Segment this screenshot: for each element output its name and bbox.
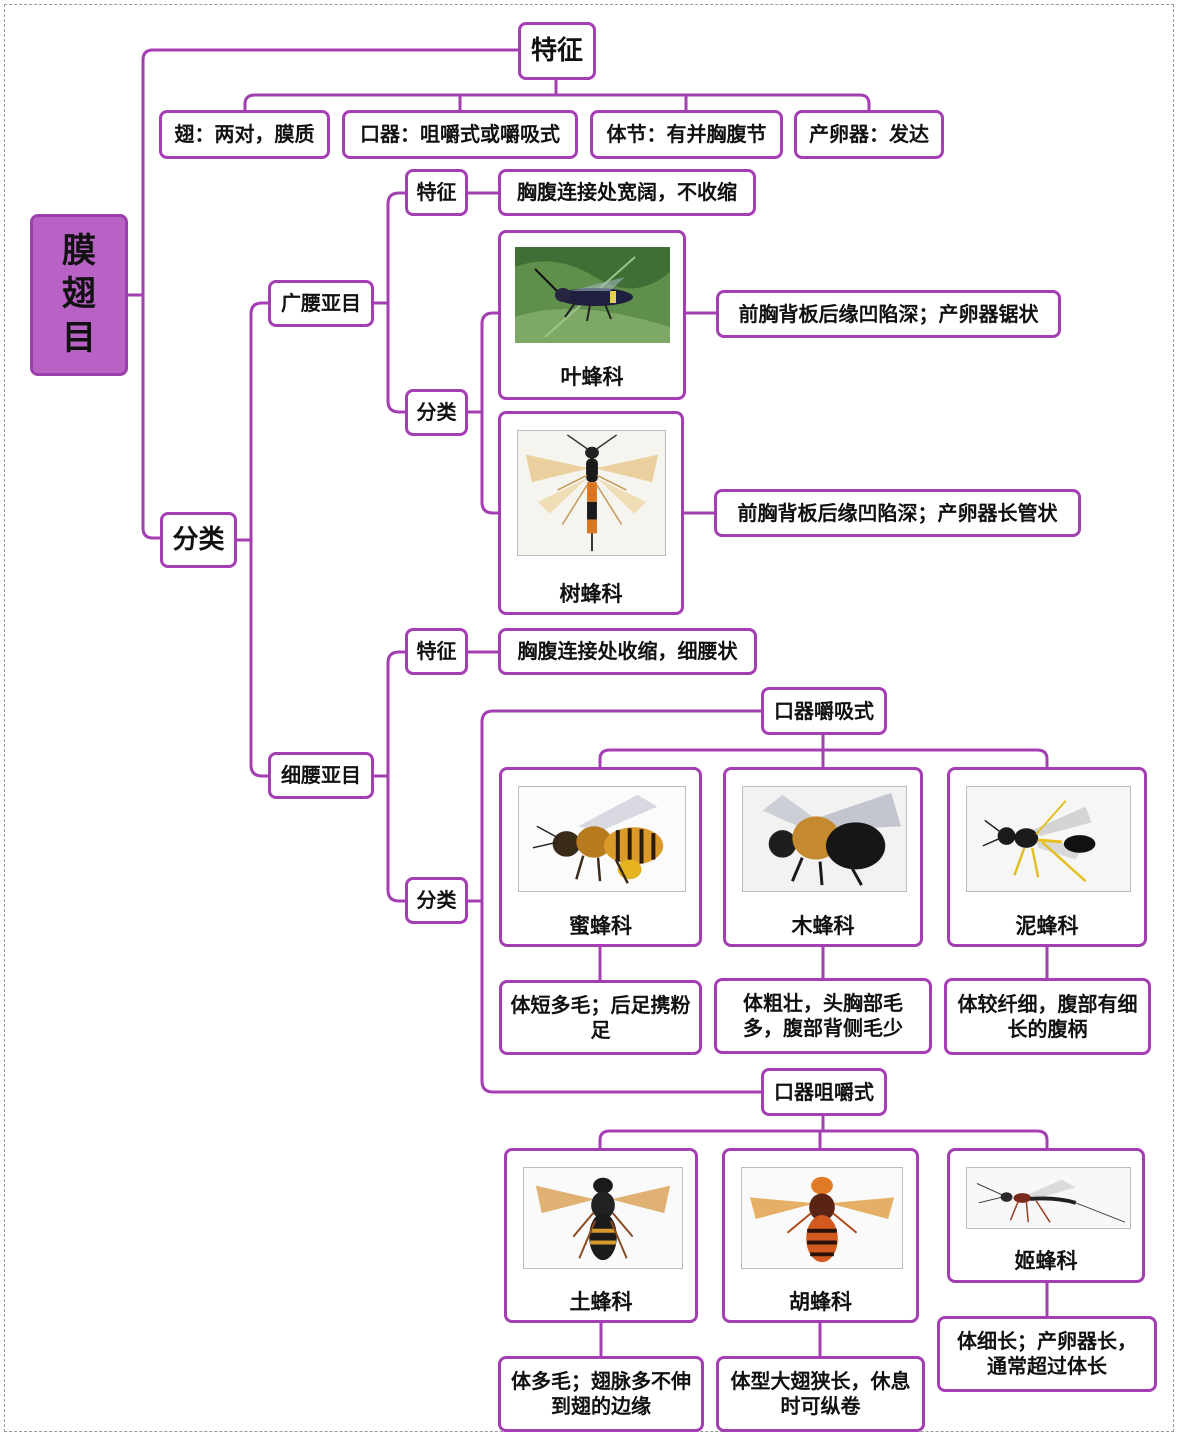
family-card-tenthredinidae: 叶蜂科	[498, 230, 686, 400]
root-node: 膜 翅 目	[30, 214, 128, 376]
family-card-siricidae: 树蜂科	[498, 411, 684, 615]
ichneumon-image	[966, 1167, 1131, 1229]
siricidae-desc: 前胸背板后缘凹陷深；产卵器长管状	[714, 489, 1081, 537]
family-card-apidae: 蜜蜂科	[499, 767, 702, 947]
ichneumonidae-desc: 体细长；产卵器长，通常超过体长	[937, 1316, 1157, 1392]
family-name: 土蜂科	[569, 1290, 633, 1314]
family-card-sphecidae: 泥蜂科	[947, 767, 1147, 947]
apocrita-class-label: 分类	[405, 877, 468, 924]
feature-segments: 体节：有并胸腹节	[590, 110, 783, 159]
feature-mouthparts: 口器：咀嚼式或嚼吸式	[342, 110, 578, 159]
family-name: 姬蜂科	[1014, 1249, 1078, 1273]
xylocopidae-desc: 体粗壮，头胸部毛多，腹部背侧毛少	[714, 978, 932, 1054]
honeybee-image	[518, 786, 686, 892]
vespidae-desc: 体型大翅狭长，休息时可纵卷	[716, 1356, 925, 1432]
tenthredinidae-desc: 前胸背板后缘凹陷深；产卵器锯状	[716, 290, 1061, 338]
apocrita-feature-text: 胸腹连接处收缩，细腰状	[498, 628, 757, 675]
hornet-image	[741, 1167, 903, 1269]
family-card-ichneumonidae: 姬蜂科	[947, 1148, 1145, 1283]
family-name: 蜜蜂科	[569, 914, 632, 938]
family-name: 泥蜂科	[1015, 914, 1079, 938]
group-chewing: 口器咀嚼式	[761, 1068, 887, 1116]
feature-ovipositor: 产卵器：发达	[794, 110, 944, 159]
family-name: 胡蜂科	[789, 1290, 852, 1314]
root-char: 膜	[62, 230, 96, 271]
apidae-desc: 体短多毛；后足携粉足	[499, 980, 702, 1055]
family-card-scoliidae: 土蜂科	[504, 1148, 698, 1323]
feature-wings: 翅：两对，膜质	[159, 110, 330, 159]
horntail-image	[517, 430, 666, 556]
group-chewing-lapping: 口器嚼吸式	[761, 687, 887, 735]
suborder-apocrita: 细腰亚目	[268, 752, 374, 799]
family-card-xylocopidae: 木蜂科	[723, 767, 923, 947]
symphyta-feature-label: 特征	[405, 169, 468, 216]
sphecidae-desc: 体较纤细，腹部有细长的腹柄	[944, 978, 1151, 1055]
carpenter-bee-image	[742, 786, 907, 892]
scoliid-image	[523, 1167, 683, 1269]
mud-dauber-image	[966, 786, 1131, 892]
scoliidae-desc: 体多毛；翅脉多不伸到翅的边缘	[498, 1356, 704, 1432]
family-card-vespidae: 胡蜂科	[722, 1148, 919, 1323]
family-name: 木蜂科	[791, 914, 855, 938]
suborder-symphyta: 广腰亚目	[268, 280, 374, 327]
features-node: 特征	[518, 22, 596, 80]
root-char: 翅	[62, 274, 96, 315]
classification-node: 分类	[160, 512, 237, 568]
symphyta-feature-text: 胸腹连接处宽阔，不收缩	[498, 169, 756, 216]
family-name: 叶蜂科	[560, 365, 624, 389]
sawfly-image	[515, 247, 670, 343]
family-name: 树蜂科	[559, 582, 623, 606]
apocrita-feature-label: 特征	[405, 628, 468, 675]
symphyta-class-label: 分类	[405, 389, 468, 436]
root-char: 目	[62, 317, 96, 358]
